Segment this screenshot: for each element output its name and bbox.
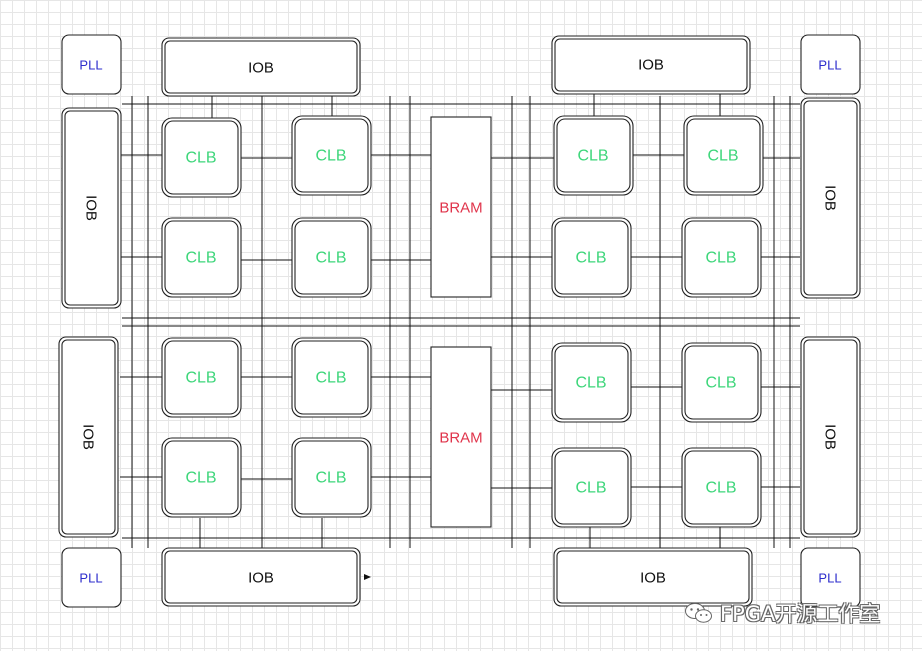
clb-block: CLB (551, 217, 632, 298)
iob-top-right: IOB (551, 35, 751, 95)
clb-block: CLB (553, 115, 634, 196)
pll-bottom-right: PLL (800, 547, 861, 608)
clb-label: CLB (185, 150, 216, 167)
routing-wires (120, 94, 800, 548)
clb-label: CLB (315, 250, 346, 267)
iob-top-left: IOB (161, 37, 361, 97)
clb-label: CLB (577, 148, 608, 165)
pll-label: PLL (818, 571, 841, 586)
clb-label: CLB (185, 370, 216, 387)
clb-block: CLB (291, 217, 372, 298)
clb-block: CLB (291, 115, 372, 196)
iob-right-upper: IOB (800, 97, 861, 299)
clb-label: CLB (705, 375, 736, 392)
watermark: FPGA开源工作室 (684, 598, 880, 628)
bram-label: BRAM (439, 430, 482, 447)
clb-block: CLB (291, 437, 372, 518)
clb-block: CLB (551, 447, 632, 528)
clb-block: CLB (161, 437, 242, 518)
bram-top: BRAM (430, 116, 492, 298)
iob-left-upper: IOB (61, 107, 122, 309)
pll-bottom-left: PLL (61, 547, 122, 608)
clb-block: CLB (291, 337, 372, 418)
iob-label: IOB (80, 424, 97, 450)
clb-label: CLB (315, 470, 346, 487)
clb-label: CLB (575, 250, 606, 267)
clb-label: CLB (315, 148, 346, 165)
clb-label: CLB (707, 148, 738, 165)
clb-block: CLB (681, 447, 762, 528)
iob-left-lower: IOB (58, 336, 119, 538)
iob-right-lower: IOB (800, 336, 861, 538)
clb-label: CLB (705, 250, 736, 267)
bram-bottom: BRAM (430, 346, 492, 528)
pll-label: PLL (818, 58, 841, 73)
pll-label: PLL (79, 58, 102, 73)
clb-label: CLB (575, 375, 606, 392)
iob-label: IOB (248, 570, 274, 587)
pll-top-left: PLL (61, 34, 122, 95)
clb-label: CLB (575, 480, 606, 497)
clb-block: CLB (681, 217, 762, 298)
clb-label: CLB (185, 470, 216, 487)
iob-label: IOB (638, 57, 664, 74)
wechat-icon (685, 603, 712, 623)
clb-label: CLB (315, 370, 346, 387)
clb-label: CLB (185, 250, 216, 267)
clb-block: CLB (161, 337, 242, 418)
clb-block: CLB (551, 342, 632, 423)
iob-label: IOB (83, 195, 100, 221)
clb-block: CLB (683, 115, 764, 196)
iob-label: IOB (822, 424, 839, 450)
bram-label: BRAM (439, 200, 482, 217)
iob-bottom-right: IOB (553, 547, 753, 607)
clb-label: CLB (705, 480, 736, 497)
pll-label: PLL (79, 571, 102, 586)
clb-block: CLB (161, 217, 242, 298)
clb-block: CLB (681, 342, 762, 423)
iob-bottom-left: IOB (161, 547, 361, 607)
arrow-marker-icon (364, 574, 371, 580)
iob-label: IOB (248, 60, 274, 77)
iob-label: IOB (822, 185, 839, 211)
watermark-text: FPGA开源工作室 (720, 602, 881, 626)
pll-top-right: PLL (800, 34, 861, 95)
iob-label: IOB (640, 570, 666, 587)
clb-block: CLB (161, 117, 242, 198)
